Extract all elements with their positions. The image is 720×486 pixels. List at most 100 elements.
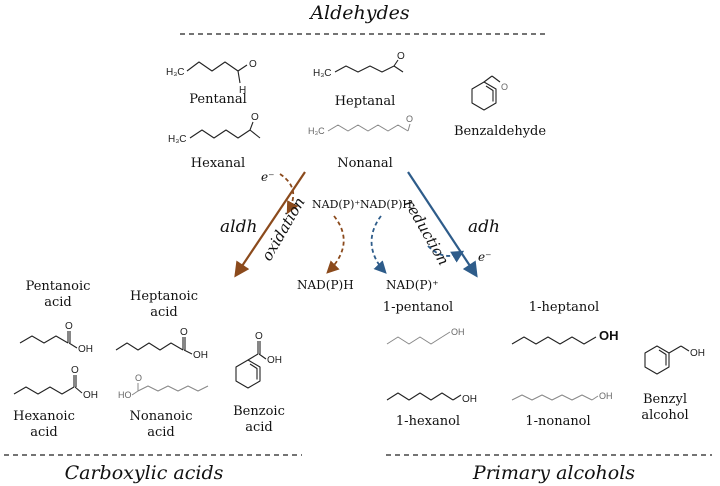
carbon-chain — [386, 336, 443, 345]
pentanol-label: 1-pentanol — [383, 300, 453, 315]
aromatic-bond — [485, 85, 494, 102]
aldehyde-bond — [393, 59, 399, 67]
hydroxyl-bond — [131, 390, 139, 396]
nonanoic-acid-label-line1: Nonanoic — [130, 409, 193, 424]
benzaldehyde-structure: O — [471, 75, 508, 111]
carbon-chain — [334, 65, 395, 73]
benzyl-alcohol-label-line2: alcohol — [641, 408, 688, 423]
hydroxyl-bond — [74, 386, 83, 394]
nonanoic-acid-label-line2: acid — [147, 425, 175, 440]
hexanal-label: Hexanal — [191, 156, 245, 171]
nonanoic-acid-structure: HO O — [118, 373, 209, 400]
benzoic-acid-label-line1: Benzoic — [233, 404, 285, 419]
hydroxyl-label: OH — [78, 344, 93, 355]
aldehyde-bond — [237, 64, 248, 72]
benzyl-alcohol-structure: OH — [644, 345, 705, 375]
hydroxyl-label: OH — [599, 391, 613, 401]
adh-label: adh — [468, 217, 500, 237]
hexanoic-acid-structure: O OH — [13, 365, 98, 401]
carbon-chain — [511, 394, 593, 401]
carbon-chain — [13, 386, 75, 395]
hydroxyl-label: OH — [599, 328, 619, 343]
hexanoic-acid-label-line2: acid — [30, 425, 58, 440]
heptanoic-acid-structure: O OH — [115, 327, 208, 361]
hydroxyl-bond — [452, 394, 462, 401]
nonanal-structure: H₃C O — [308, 114, 413, 136]
oxygen-label: O — [251, 112, 259, 123]
nonanol-structure: OH — [511, 391, 613, 401]
reduction-label: reduction — [401, 196, 453, 268]
aldehyde-bond — [249, 121, 254, 131]
nadph-reactant: NAD(P)H — [360, 198, 412, 211]
benzene-ring — [471, 81, 497, 111]
methylene-bond — [668, 345, 682, 354]
pentanoic-acid-label-line1: Pentanoic — [26, 279, 91, 294]
carbon-chain — [19, 335, 69, 344]
methyl-label: H₃C — [168, 134, 187, 145]
heptanal-structure: H₃C O — [313, 51, 405, 79]
hydroxyl-bond — [68, 342, 78, 349]
benzoic-acid-label-line2: acid — [245, 420, 273, 435]
aromatic-bond — [249, 363, 258, 380]
hydroxyl-label: OH — [193, 350, 208, 361]
hydroxyl-label: OH — [690, 348, 705, 359]
nonanol-label: 1-nonanol — [525, 414, 590, 429]
oxygen-label: O — [180, 327, 188, 338]
hexanol-label: 1-hexanol — [396, 414, 460, 429]
nadp-plus-reactant: NAD(P)⁺ — [312, 198, 360, 211]
carbonyl-bond — [491, 75, 501, 83]
benzene-ring — [644, 345, 670, 375]
carbonyl-bond — [483, 75, 493, 83]
carbon-chain — [386, 392, 454, 401]
reduction-arrow — [407, 171, 478, 278]
pentanoic-acid-structure: O OH — [19, 321, 93, 355]
aldh-label: aldh — [220, 217, 257, 237]
carboxylic-acids-heading: Carboxylic acids — [65, 462, 224, 484]
hydrogen-label: H — [239, 85, 246, 96]
heptanol-structure: OH — [511, 328, 619, 345]
benzyl-alcohol-label-line1: Benzyl — [643, 392, 687, 407]
electron-output-label: e⁻ — [478, 250, 491, 264]
hexanal-structure: H₃C O — [168, 112, 261, 145]
benzene-ring — [235, 359, 261, 389]
hydrogen-bond — [237, 70, 241, 84]
oxygen-label: O — [406, 114, 413, 124]
hexanol-structure: OH — [386, 392, 477, 405]
nadph-product: NAD(P)H — [297, 278, 354, 292]
electron-input-label: e⁻ — [261, 170, 274, 184]
pentanol-structure: OH — [386, 327, 465, 345]
hydroxyl-label: OH — [83, 390, 98, 401]
primary-alcohols-heading: Primary alcohols — [472, 462, 635, 484]
carbon-chain — [327, 124, 409, 132]
hydrogen-bond — [249, 129, 261, 139]
pentanoic-acid-label-line2: acid — [44, 295, 72, 310]
methyl-label: H₃C — [166, 67, 185, 78]
heptanal-label: Heptanal — [335, 94, 396, 109]
oxygen-label: O — [71, 365, 79, 376]
electron-output-arrow — [427, 245, 465, 263]
hydroxyl-label: OH — [451, 327, 465, 337]
hydroxyl-bond — [258, 353, 267, 360]
pentanal-label: Pentanal — [189, 92, 246, 107]
aldehydes-heading: Aldehydes — [308, 2, 410, 24]
aromatic-bond — [658, 349, 667, 366]
carbon-chain — [137, 385, 209, 392]
carbon-chain — [186, 61, 239, 72]
methyl-label: H₃C — [308, 126, 325, 136]
nonanal-label: Nonanal — [337, 156, 393, 171]
heptanoic-acid-label-line1: Heptanoic — [130, 289, 198, 304]
oxygen-label: O — [501, 82, 508, 92]
heptanoic-acid-label-line2: acid — [150, 305, 178, 320]
hydroxyl-bond — [441, 331, 451, 338]
nadph-formation-arrow — [326, 215, 345, 274]
hydroxyl-label: OH — [462, 394, 477, 405]
hexanoic-acid-label-line1: Hexanoic — [13, 409, 75, 424]
oxygen-label: O — [65, 321, 73, 332]
hydroxyl-bond — [680, 345, 690, 352]
oxygen-label: O — [249, 59, 257, 70]
hydroxyl-label: OH — [267, 355, 282, 366]
heptanol-label: 1-heptanol — [529, 300, 599, 315]
carbon-chain — [115, 342, 184, 351]
oxygen-label: O — [135, 373, 142, 383]
